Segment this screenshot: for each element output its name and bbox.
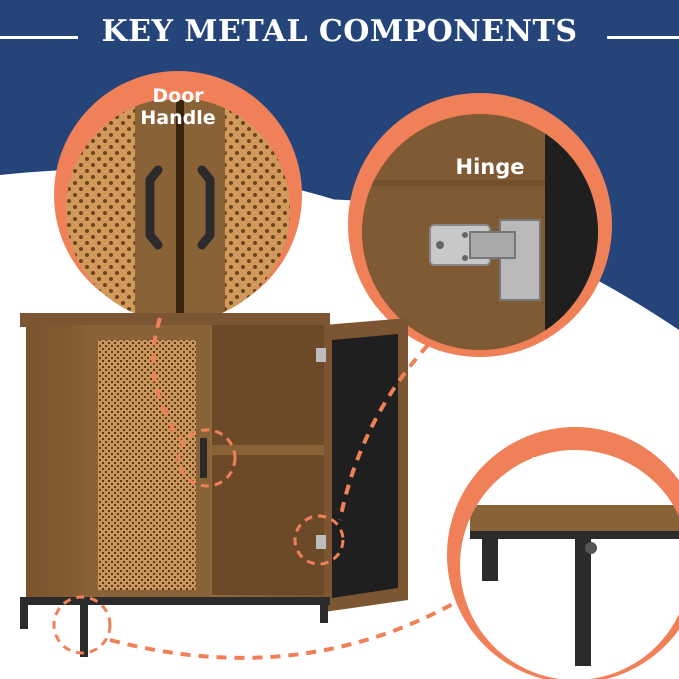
title-rule-left bbox=[0, 36, 78, 39]
handle-indicator-ring bbox=[177, 428, 237, 488]
handle-left-bar bbox=[145, 165, 163, 250]
left-door-rattan bbox=[98, 340, 196, 590]
base-connector-line bbox=[109, 598, 461, 660]
hinge-top-small bbox=[316, 348, 326, 362]
cabinet bbox=[20, 313, 408, 657]
page-title: KEY METAL COMPONENTS bbox=[101, 14, 578, 49]
handle-right-bar bbox=[197, 165, 215, 250]
left-door-handle bbox=[200, 438, 207, 478]
handle-connector-line bbox=[151, 317, 182, 442]
hinge-label-text: Hinge bbox=[455, 155, 525, 179]
hinge-connector-line bbox=[338, 343, 430, 521]
cabinet-shelf bbox=[212, 445, 324, 455]
hinge-bottom-small bbox=[316, 535, 326, 549]
base-frame-closeup bbox=[460, 450, 679, 679]
header-bar bbox=[0, 0, 679, 76]
base-frame-label: Base Frame bbox=[508, 454, 608, 500]
door-handle-closeup bbox=[66, 100, 290, 322]
leg-front-left bbox=[20, 597, 28, 629]
base-frame-label-line2: Frame bbox=[522, 476, 594, 500]
hinge-label: Hinge bbox=[440, 155, 540, 179]
cabinet-base-frame bbox=[20, 597, 330, 605]
hinge-indicator-ring bbox=[293, 514, 345, 566]
leg-back-left bbox=[80, 597, 88, 657]
base-indicator-ring bbox=[52, 595, 112, 655]
open-right-door-panel bbox=[332, 334, 398, 598]
title-rule-right bbox=[607, 36, 679, 39]
door-handle-label: Door Handle bbox=[128, 85, 228, 130]
door-handle-label-line2: Handle bbox=[140, 106, 216, 129]
cabinet-interior bbox=[212, 325, 324, 595]
base-frame-label-line1: Base bbox=[530, 453, 586, 477]
cabinet-top bbox=[20, 313, 330, 327]
door-handle-label-line1: Door bbox=[152, 85, 204, 107]
leg-front-right bbox=[320, 597, 328, 623]
